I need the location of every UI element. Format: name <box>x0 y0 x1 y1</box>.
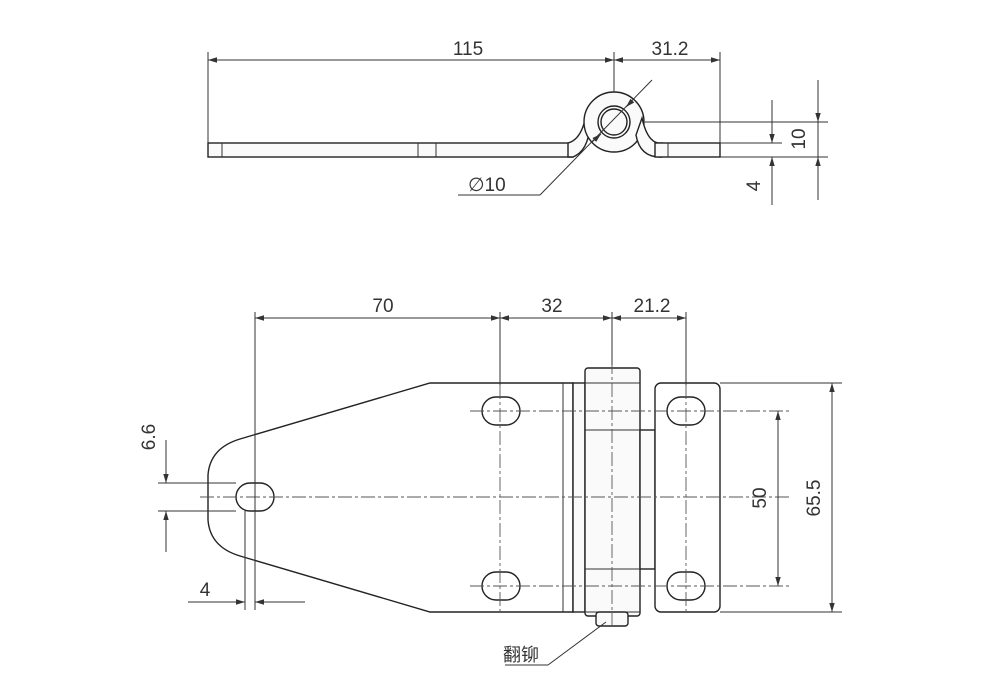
knuckle-left-band <box>572 382 586 613</box>
top-left-leaf <box>207 382 574 613</box>
label-rivet: 翻铆 <box>503 645 539 666</box>
top-right-leaf <box>654 382 721 613</box>
top-view: 70 32 21.2 6.6 4 50 65.5 翻铆 <box>139 296 842 666</box>
dim-hole-offset-70: 70 <box>372 296 393 317</box>
side-right-leaf <box>654 142 721 158</box>
dim-length-115: 115 <box>453 39 483 60</box>
dim-hole-to-pin-32: 32 <box>541 296 562 317</box>
side-view: 115 31.2 ∅10 10 4 <box>207 39 828 205</box>
dim-hole-spacing-50: 50 <box>750 487 771 508</box>
dim-total-width-65-5: 65.5 <box>804 480 825 517</box>
dim-knuckle-31-2: 31.2 <box>652 39 689 60</box>
side-left-leaf <box>207 142 574 158</box>
dim-pin-to-hole-21-2: 21.2 <box>634 296 671 317</box>
dim-slot-width-6-6: 6.6 <box>139 424 160 450</box>
knuckle-right-band <box>639 429 656 570</box>
dim-height-10: 10 <box>789 128 810 149</box>
hinge-barrel <box>584 367 641 617</box>
dim-diameter-10: ∅10 <box>468 175 506 196</box>
side-pin <box>600 108 628 136</box>
dim-slot-length-4: 4 <box>200 580 211 601</box>
dim-thickness-4: 4 <box>744 180 765 191</box>
